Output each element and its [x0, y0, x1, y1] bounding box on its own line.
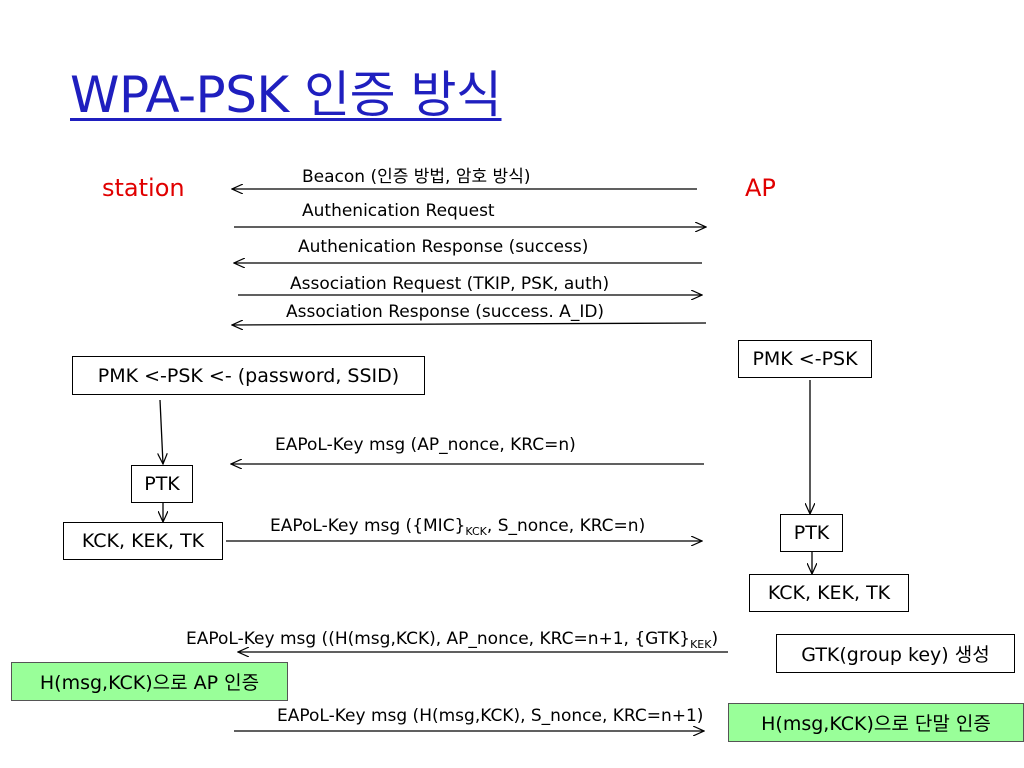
ap-label: AP: [745, 174, 776, 202]
message-assoc-response: Association Response (success. A_ID): [286, 302, 605, 322]
message-eapol-4: EAPoL-Key msg (H(msg,KCK), S_nonce, KRC=…: [277, 706, 704, 726]
station-keys-box: KCK, KEK, TK: [63, 522, 223, 560]
message-assoc-request: Association Request (TKIP, PSK, auth): [290, 274, 610, 294]
ap-ptk-box: PTK: [780, 514, 843, 552]
ap-auth-box: H(msg,KCK)으로 단말 인증: [728, 703, 1024, 742]
page-title: WPA-PSK 인증 방식: [70, 66, 502, 124]
ap-keys-box: KCK, KEK, TK: [749, 574, 909, 612]
message-auth-request: Authenication Request: [302, 201, 495, 221]
station-pmk-box: PMK <-PSK <- (password, SSID): [72, 356, 425, 395]
message-beacon: Beacon (인증 방법, 암호 방식): [302, 167, 531, 187]
station-ptk-box: PTK: [131, 465, 193, 503]
message-eapol-1: EAPoL-Key msg (AP_nonce, KRC=n): [275, 435, 576, 455]
message-eapol-3: EAPoL-Key msg ((H(msg,KCK), AP_nonce, KR…: [186, 629, 719, 651]
ap-pmk-box: PMK <-PSK: [738, 340, 872, 378]
ap-gtk-box: GTK(group key) 생성: [776, 634, 1015, 673]
message-eapol-2: EAPoL-Key msg ({MIC}KCK, S_nonce, KRC=n): [270, 516, 646, 538]
arrow-station-pmk-to-ptk: [160, 399, 163, 464]
station-label: station: [102, 174, 185, 202]
station-auth-box: H(msg,KCK)으로 AP 인증: [11, 662, 288, 701]
arrow-assoc-response: [232, 323, 707, 325]
message-auth-response: Authenication Response (success): [298, 237, 589, 257]
